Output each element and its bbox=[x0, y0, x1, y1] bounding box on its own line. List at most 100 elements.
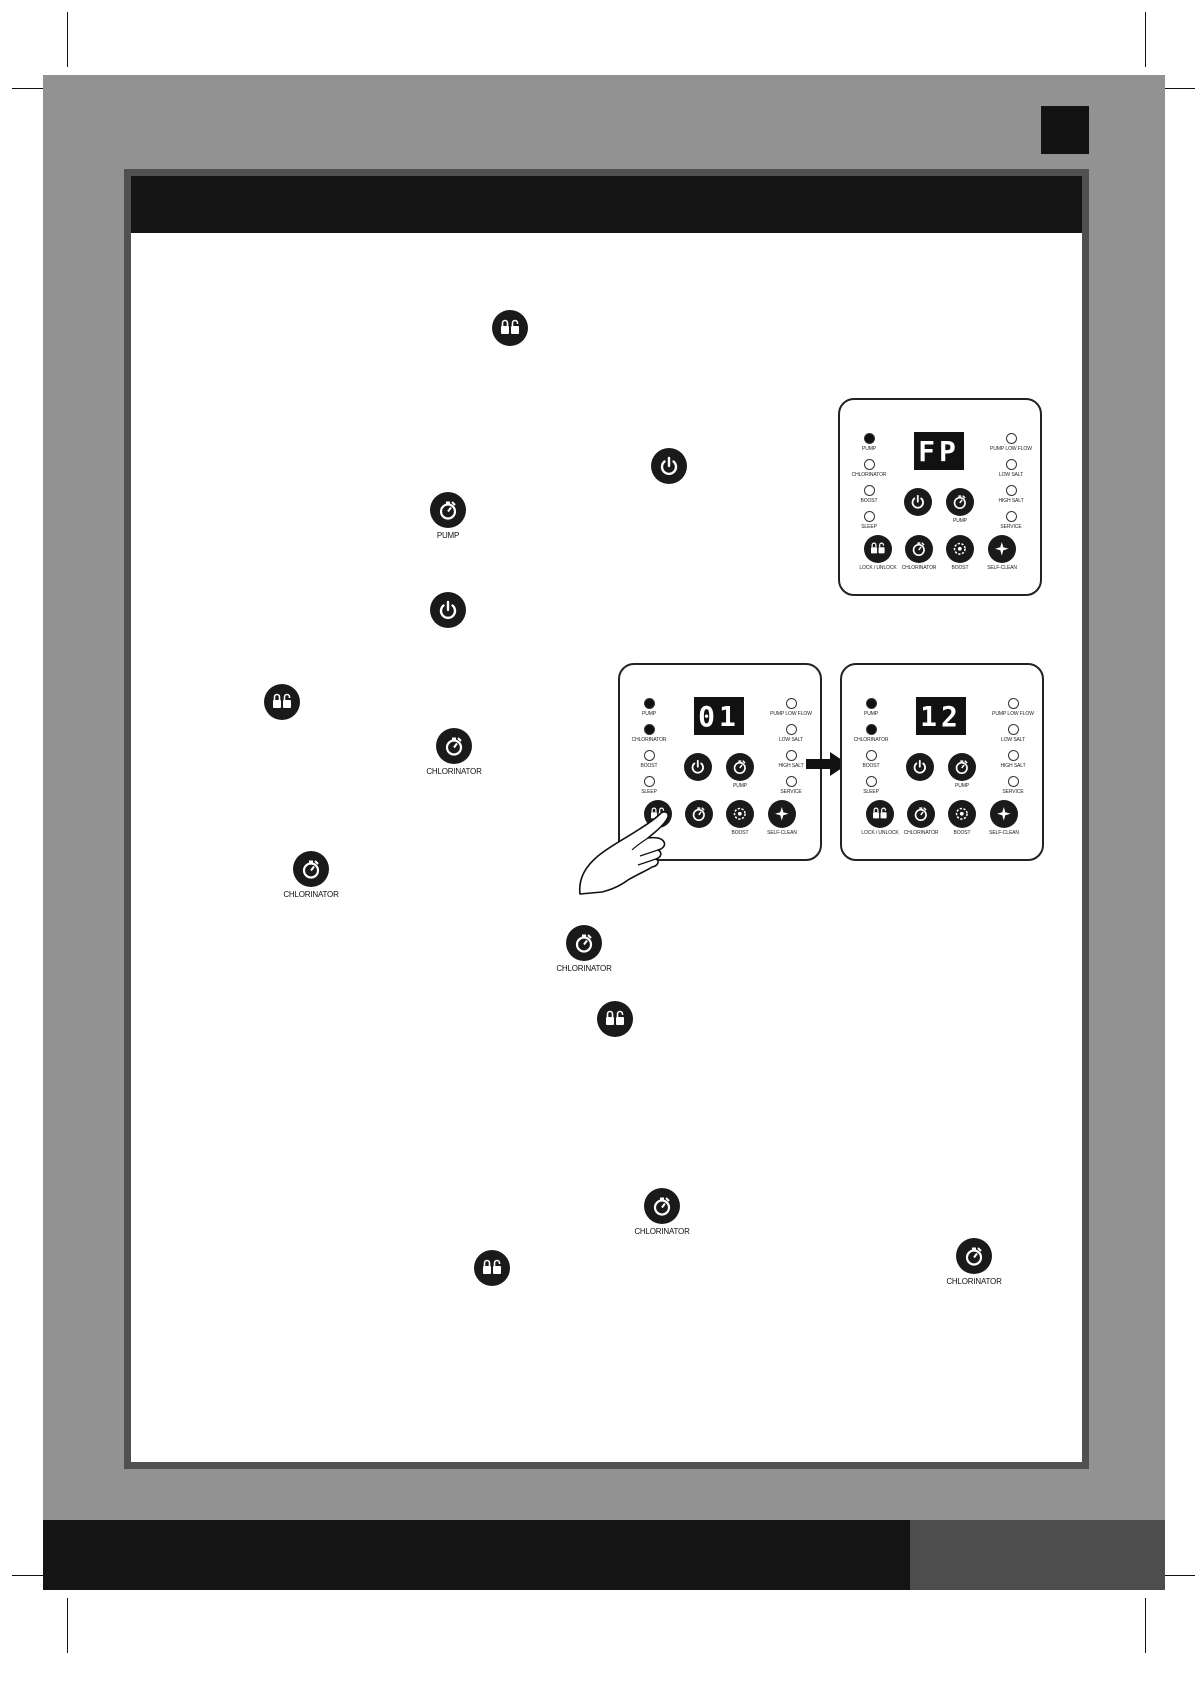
boost-led bbox=[644, 750, 655, 761]
timer-icon bbox=[566, 925, 602, 961]
segment-display: FP bbox=[914, 432, 964, 470]
power-icon bbox=[430, 592, 466, 628]
timer-icon bbox=[726, 753, 754, 781]
timer-icon bbox=[946, 488, 974, 516]
crop-mark bbox=[12, 88, 57, 89]
lock-unlock-label: LOCK / UNLOCK bbox=[861, 830, 899, 836]
pump-led-label: PUMP bbox=[861, 446, 877, 452]
power-icon bbox=[904, 488, 932, 516]
service-led bbox=[1006, 511, 1017, 522]
crop-mark bbox=[1145, 12, 1146, 67]
pump-low-flow-led-label: PUMP LOW FLOW bbox=[990, 446, 1032, 452]
power-icon bbox=[906, 753, 934, 781]
boost-led-label: BOOST bbox=[862, 763, 880, 769]
sleep-led-label: SLEEP bbox=[863, 789, 879, 795]
pump-button-label: PUMP bbox=[732, 783, 748, 789]
low-salt-led-label: LOW SALT bbox=[778, 737, 804, 743]
self-clean-label: SELF-CLEAN bbox=[767, 830, 797, 836]
boost-button-label: BOOST bbox=[953, 830, 971, 836]
low-salt-led bbox=[1008, 724, 1019, 735]
service-led bbox=[786, 776, 797, 787]
self-clean-label: SELF-CLEAN bbox=[989, 830, 1019, 836]
lock-unlock-icon bbox=[864, 535, 892, 563]
control-panel-fp: PUMP CHLORINATOR BOOST SLEEP FP PUMP LOW… bbox=[838, 398, 1042, 596]
footer-bar bbox=[43, 1520, 910, 1590]
pump-low-flow-led bbox=[786, 698, 797, 709]
boost-icon bbox=[946, 535, 974, 563]
boost-led-label: BOOST bbox=[860, 498, 878, 504]
section-title-bar bbox=[131, 176, 1082, 233]
crop-mark bbox=[1150, 1575, 1195, 1576]
high-salt-led bbox=[1008, 750, 1019, 761]
high-salt-led bbox=[786, 750, 797, 761]
self-clean-icon bbox=[768, 800, 796, 828]
boost-led-label: BOOST bbox=[640, 763, 658, 769]
sleep-led bbox=[644, 776, 655, 787]
service-led-label: SERVICE bbox=[1002, 789, 1024, 795]
self-clean-icon bbox=[988, 535, 1016, 563]
power-icon bbox=[684, 753, 712, 781]
pump-led bbox=[866, 698, 877, 709]
boost-led bbox=[866, 750, 877, 761]
boost-button-label: BOOST bbox=[951, 565, 969, 571]
high-salt-led bbox=[1006, 485, 1017, 496]
crop-mark bbox=[12, 1575, 57, 1576]
chlorinator-led bbox=[864, 459, 875, 470]
low-salt-led-label: LOW SALT bbox=[1000, 737, 1026, 743]
lock-unlock-icon bbox=[866, 800, 894, 828]
self-clean-label: SELF-CLEAN bbox=[987, 565, 1017, 571]
pointing-hand-illustration bbox=[578, 811, 669, 895]
pump-low-flow-led-label: PUMP LOW FLOW bbox=[992, 711, 1034, 717]
timer-icon bbox=[430, 492, 466, 528]
footer-page-box bbox=[910, 1520, 1165, 1590]
chlorinator-button-label: CHLORINATOR bbox=[946, 1277, 1002, 1286]
chlorinator-led-label: CHLORINATOR bbox=[631, 737, 667, 743]
boost-icon bbox=[726, 800, 754, 828]
crop-mark bbox=[67, 1598, 68, 1653]
chlorinator-led bbox=[644, 724, 655, 735]
sleep-led bbox=[866, 776, 877, 787]
lock-unlock-icon bbox=[264, 684, 300, 720]
high-salt-led-label: HIGH SALT bbox=[778, 763, 804, 769]
chlorinator-button-label: CHLORINATOR bbox=[901, 565, 937, 571]
chlorinator-button-label: CHLORINATOR bbox=[903, 830, 939, 836]
crop-mark bbox=[67, 12, 68, 67]
pump-led bbox=[864, 433, 875, 444]
boost-button-label: BOOST bbox=[731, 830, 749, 836]
service-led bbox=[1008, 776, 1019, 787]
pump-led bbox=[644, 698, 655, 709]
timer-icon bbox=[293, 851, 329, 887]
high-salt-led-label: HIGH SALT bbox=[1000, 763, 1026, 769]
lock-unlock-icon bbox=[492, 310, 528, 346]
sleep-led bbox=[864, 511, 875, 522]
timer-icon bbox=[685, 800, 713, 828]
service-led-label: SERVICE bbox=[780, 789, 802, 795]
power-icon bbox=[651, 448, 687, 484]
arrow-right-icon bbox=[806, 752, 848, 776]
timer-icon bbox=[948, 753, 976, 781]
lock-unlock-label: LOCK / UNLOCK bbox=[859, 565, 897, 571]
pump-button-label: PUMP bbox=[954, 783, 970, 789]
control-panel-12: PUMP CHLORINATOR BOOST SLEEP 12 PUMP LOW… bbox=[840, 663, 1044, 861]
crop-mark bbox=[1150, 88, 1195, 89]
boost-led bbox=[864, 485, 875, 496]
pump-low-flow-led bbox=[1006, 433, 1017, 444]
crop-mark bbox=[1145, 1598, 1146, 1653]
page-corner-tab bbox=[1041, 106, 1089, 154]
low-salt-led-label: LOW SALT bbox=[998, 472, 1024, 478]
boost-icon bbox=[948, 800, 976, 828]
pump-button-label: PUMP bbox=[436, 531, 460, 540]
pump-button-label: PUMP bbox=[952, 518, 968, 524]
low-salt-led bbox=[1006, 459, 1017, 470]
pump-led-label: PUMP bbox=[641, 711, 657, 717]
chlorinator-button-label: CHLORINATOR bbox=[283, 890, 339, 899]
timer-icon bbox=[907, 800, 935, 828]
service-led-label: SERVICE bbox=[1000, 524, 1022, 530]
timer-icon bbox=[436, 728, 472, 764]
self-clean-icon bbox=[990, 800, 1018, 828]
low-salt-led bbox=[786, 724, 797, 735]
timer-icon bbox=[956, 1238, 992, 1274]
timer-icon bbox=[905, 535, 933, 563]
lock-unlock-icon bbox=[597, 1001, 633, 1037]
segment-display: 01 bbox=[694, 697, 744, 735]
